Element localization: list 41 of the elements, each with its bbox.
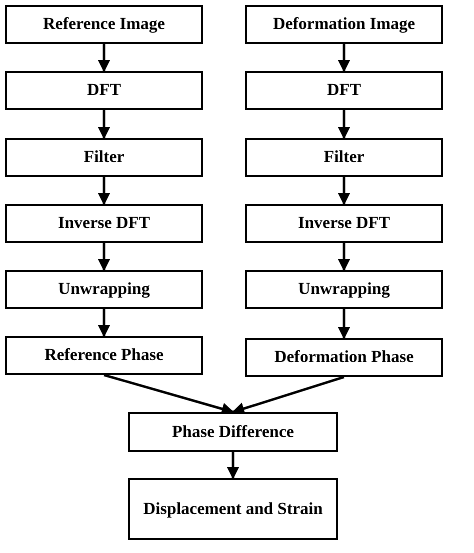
process-box [245,138,443,177]
box-label: Filter [324,147,364,168]
process-box [245,338,443,377]
process-box [5,336,203,375]
arrow [338,110,350,140]
box-label: Displacement and Strain [143,498,323,520]
arrow [104,374,234,415]
box-label: Reference Image [43,14,165,35]
box-label: Inverse DFT [298,213,390,234]
arrow [98,110,110,140]
arrow [98,177,110,206]
box-label: DFT [87,80,121,101]
process-box [5,5,203,44]
process-box [5,204,203,243]
process-box [5,270,203,309]
arrow [338,243,350,272]
arrow [338,177,350,206]
arrow [226,452,240,480]
box-label: Deformation Image [272,14,416,35]
box-label: Unwrapping [58,279,150,300]
box-label: Deformation Phase [274,347,414,368]
arrow [232,376,344,415]
process-box [128,412,338,452]
box-label: Unwrapping [298,279,390,300]
process-box [245,71,443,110]
process-box [5,138,203,177]
box-label: Phase Difference [172,422,294,442]
box-label: Reference Phase [44,345,164,366]
box-label: DFT [327,80,361,101]
process-box [5,71,203,110]
process-box [245,5,443,44]
arrow [98,309,110,338]
arrow [98,243,110,272]
box-label: Inverse DFT [58,213,150,234]
arrow [338,309,350,340]
arrow [98,44,110,72]
arrow [338,44,350,72]
output-box [128,478,338,540]
process-box [245,204,443,243]
process-box [245,270,443,309]
box-label: Filter [84,147,124,168]
